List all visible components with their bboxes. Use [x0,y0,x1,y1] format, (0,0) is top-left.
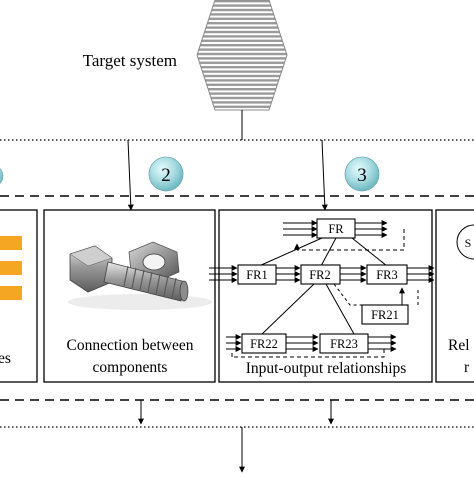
badge-2-label: 2 [161,165,171,186]
fr-graph [209,220,435,358]
right-partial-label-line2: r [464,359,470,376]
fr-node-fr22 [241,333,287,354]
panel-left-partial-label: es [0,350,11,367]
fr-node-fr21 [361,304,409,325]
arrow-to-io [321,139,328,211]
fr-node-fr3-label: FR3 [376,268,398,282]
fr-node-fr22-label: FR22 [250,337,278,351]
fr-node-fr1 [237,264,277,285]
orange-bar-2 [0,261,22,275]
io-label: Input-output relationships [246,360,407,377]
orange-bar-1 [0,236,22,250]
badge-3 [344,156,380,192]
right-partial-label-line1: Rel [448,337,470,354]
fr-node-fr2 [300,264,341,285]
connection-label-line2: components [93,359,168,376]
badge-3-label: 3 [357,165,367,186]
fr-node-fr3 [366,264,408,285]
fr-node-fr1-label: FR1 [246,268,268,282]
target-system-hexagon [196,0,288,111]
fr-node-fr23 [319,333,369,354]
fr-node-fr23-label: FR23 [330,337,358,351]
fr-node-fr21-label: FR21 [371,308,399,322]
fr-node-fr-label: FR [328,222,344,236]
fr-node-fr2-label: FR2 [309,268,331,282]
arrow-to-connection [127,139,134,211]
badge-2 [148,156,184,192]
orange-bar-3 [0,286,22,300]
right-partial-node [456,224,474,260]
badge-partial-left [0,168,4,184]
fr-node-boxes [237,218,409,354]
bolt-nut-image [68,241,212,310]
right-partial-node-label: S [465,236,472,250]
target-system-label: Target system [83,51,177,70]
fr-node-fr [316,218,356,239]
connection-label-line1: Connection between [67,337,194,354]
